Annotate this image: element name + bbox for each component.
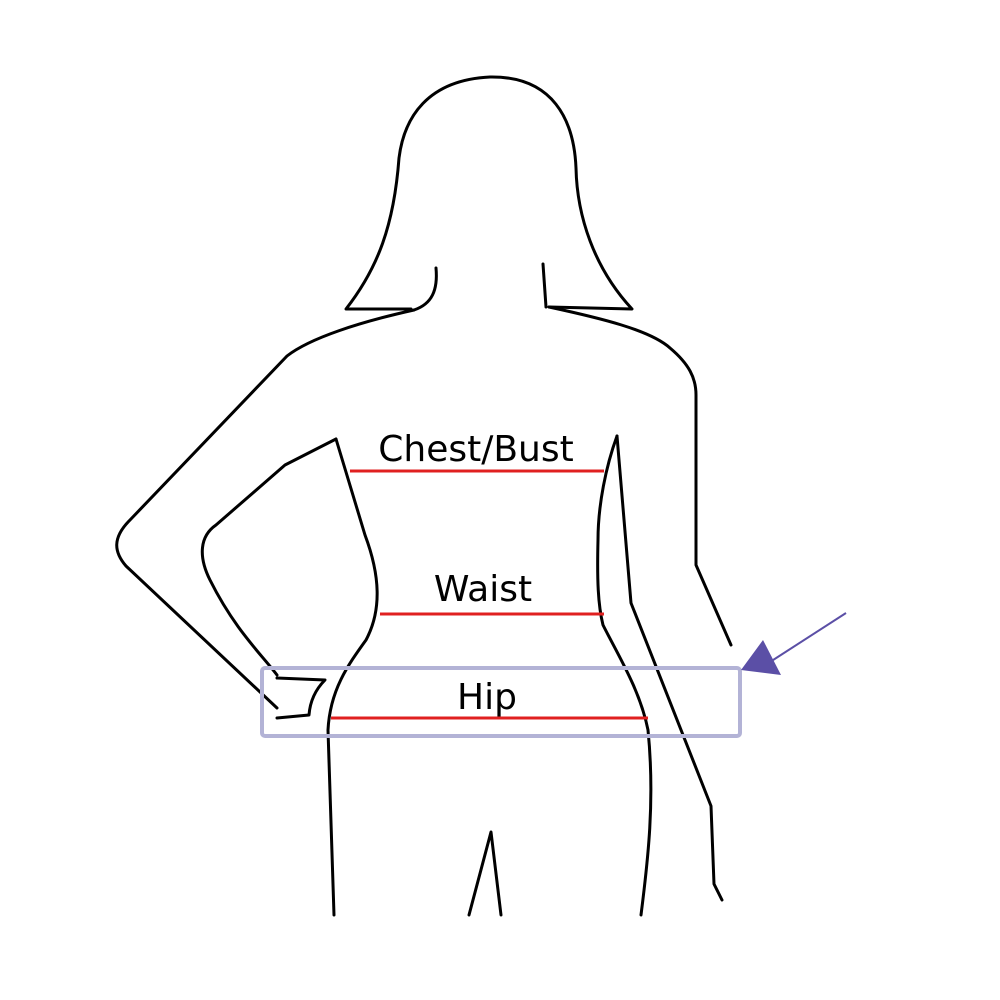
arrow-head [741, 640, 781, 675]
body-silhouette [115, 75, 733, 917]
left-hand [275, 676, 327, 720]
arrow-shaft [769, 612, 847, 663]
hip-label: Hip [457, 677, 517, 718]
right-shoulder-arm [547, 305, 733, 647]
neck-left [412, 266, 438, 312]
left-shoulder-arm [115, 308, 416, 710]
chest-label: Chest/Bust [378, 429, 574, 470]
left-arm-inner [200, 437, 338, 677]
legs-gap [467, 830, 503, 917]
hip-highlight-box [260, 666, 742, 738]
right-torso-side [596, 434, 653, 917]
hair-outline [344, 75, 634, 311]
right-arm-inner [615, 434, 724, 902]
pointer-arrow [741, 612, 847, 675]
waist-label: Waist [434, 569, 532, 610]
left-torso-side [326, 437, 379, 917]
neck-right [541, 262, 548, 309]
